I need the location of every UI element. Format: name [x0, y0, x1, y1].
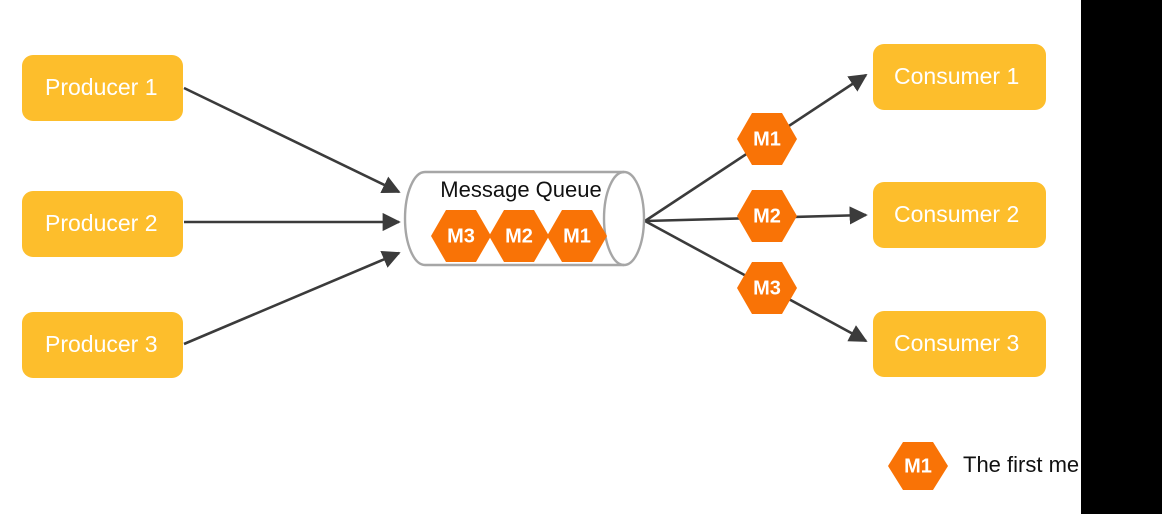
producer-box-3[interactable]: [22, 312, 183, 378]
producer-label-2: Producer 2: [45, 210, 158, 236]
inflight-message-m3[interactable]: M3: [737, 262, 797, 314]
arrow-producer1-to-queue: [183, 86, 401, 194]
hexagon-shape: [431, 210, 491, 262]
consumer-box-3[interactable]: [873, 311, 1046, 377]
legend-marker-label: M1: [904, 455, 932, 477]
consumer-node-2[interactable]: Consumer 2: [873, 182, 1046, 248]
producer-label-1: Producer 1: [45, 74, 158, 100]
queued-message-m2[interactable]: M2: [489, 210, 549, 262]
producer-node-3[interactable]: Producer 3: [22, 312, 183, 378]
inflight-message-label-m3: M3: [753, 277, 781, 299]
producer-box-2[interactable]: [22, 191, 183, 257]
legend-marker: M1: [888, 442, 948, 490]
inflight-message-label-m2: M2: [753, 205, 781, 227]
consumer-box-1[interactable]: [873, 44, 1046, 110]
queued-message-label-m3: M3: [447, 225, 475, 247]
cylinder-cap: [602, 170, 625, 267]
message-queue-cylinder[interactable]: Message Queue M3 M2 M1: [403, 170, 646, 267]
consumer-node-3[interactable]: Consumer 3: [873, 311, 1046, 377]
legend: M1 The first me: [888, 442, 1079, 490]
inflight-message-m1[interactable]: M1: [737, 113, 797, 165]
hexagon-shape: [547, 210, 607, 262]
queued-message-m3[interactable]: M3: [431, 210, 491, 262]
inflight-message-label-m1: M1: [753, 128, 781, 150]
producer-node-1[interactable]: Producer 1: [22, 55, 183, 121]
hexagon-shape: [888, 442, 948, 490]
consumer-label-2: Consumer 2: [894, 201, 1019, 227]
queued-message-label-m1: M1: [563, 225, 591, 247]
consumer-node-1[interactable]: Consumer 1: [873, 44, 1046, 110]
producer-node-2[interactable]: Producer 2: [22, 191, 183, 257]
hexagon-shape: [737, 262, 797, 314]
right-edge-occluder: [1081, 0, 1162, 514]
queue-title: Message Queue: [440, 177, 601, 202]
inflight-message-m2[interactable]: M2: [737, 190, 797, 242]
legend-description: The first me: [963, 452, 1079, 477]
producer-box-1[interactable]: [22, 55, 183, 121]
arrow-producer3-to-queue: [183, 251, 401, 346]
producer-label-3: Producer 3: [45, 331, 158, 357]
consumer-box-2[interactable]: [873, 182, 1046, 248]
consumer-label-1: Consumer 1: [894, 63, 1019, 89]
consumer-label-3: Consumer 3: [894, 330, 1019, 356]
producer-arrows: [183, 86, 401, 346]
queued-message-m1[interactable]: M1: [547, 210, 607, 262]
hexagon-shape: [489, 210, 549, 262]
hexagon-shape: [737, 113, 797, 165]
queued-message-label-m2: M2: [505, 225, 533, 247]
hexagon-shape: [737, 190, 797, 242]
